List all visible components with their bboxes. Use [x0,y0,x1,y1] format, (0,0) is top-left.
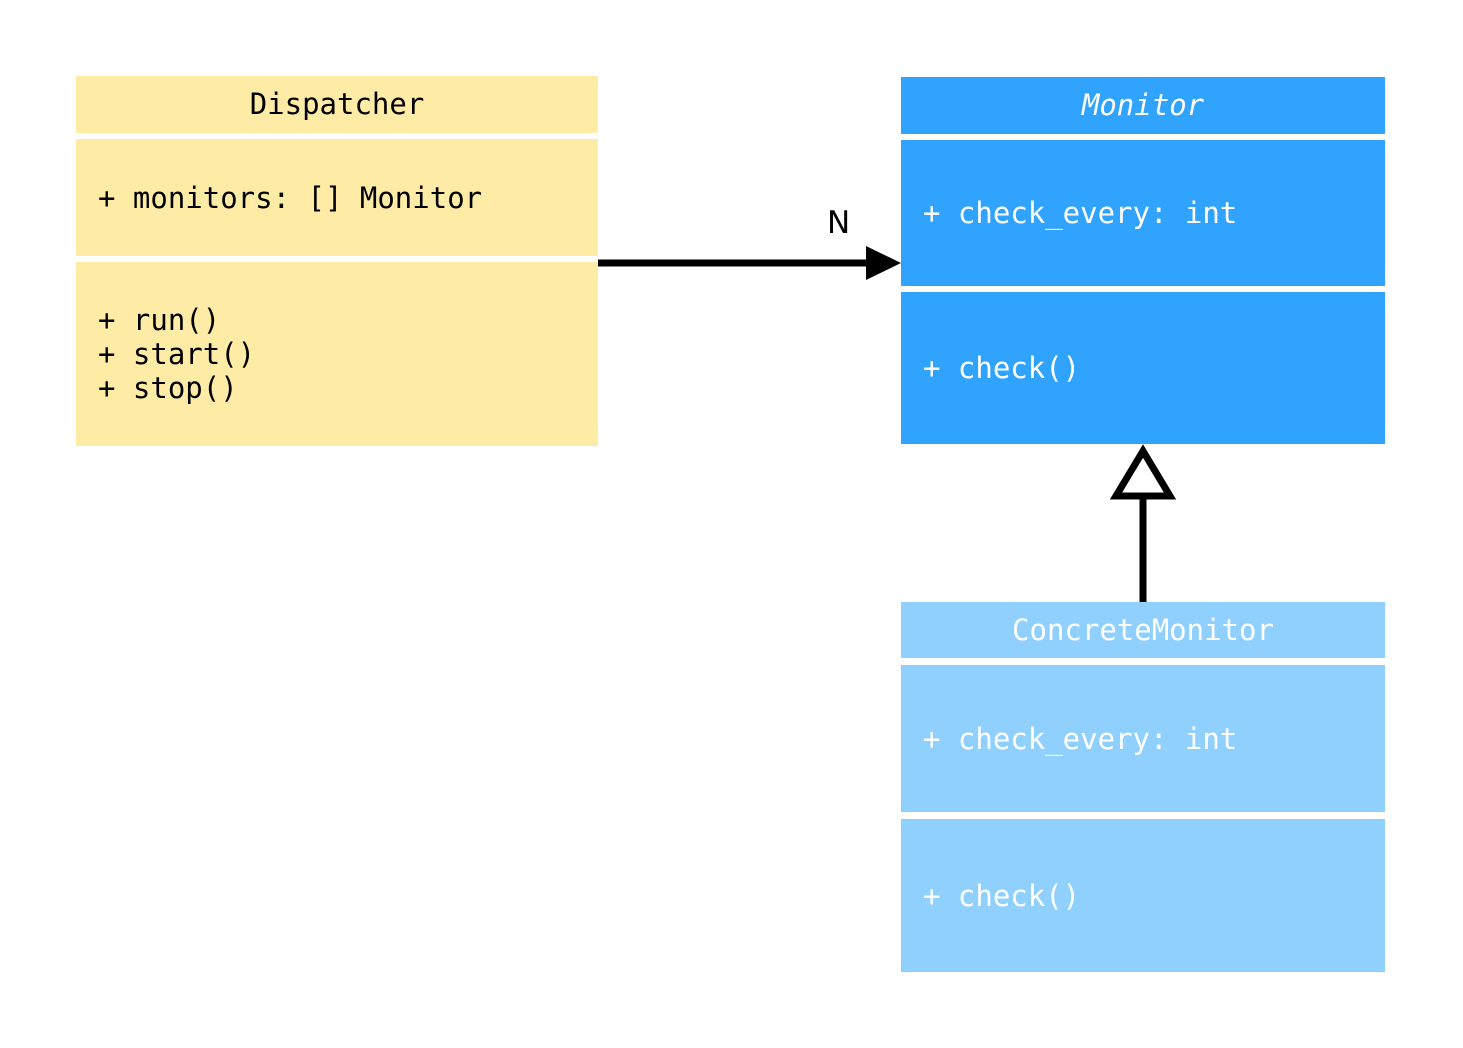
class-title-concrete-monitor: ConcreteMonitor [1012,612,1274,647]
filled-triangle-arrowhead-icon [866,246,901,280]
class-operations-dispatcher: + run() + start() + stop() [98,303,256,405]
generalization-concrete-monitor-monitor [1109,444,1177,602]
class-separator [76,256,598,262]
class-title-dispatcher: Dispatcher [249,87,425,121]
class-separator [901,134,1385,140]
uml-class-concrete-monitor[interactable]: ConcreteMonitor + check_every: int + che… [901,602,1385,972]
class-operations-monitor: + check() [923,351,1081,385]
hollow-triangle-arrowhead-icon [1109,444,1177,500]
class-separator [76,133,598,139]
uml-class-dispatcher[interactable]: Dispatcher + monitors: [] Monitor + run(… [76,76,598,446]
class-attributes-concrete-monitor: + check_every: int [923,721,1238,756]
class-separator [901,658,1385,665]
class-attributes-dispatcher: + monitors: [] Monitor [98,180,483,215]
class-title-monitor: Monitor [1081,88,1205,122]
association-multiplicity-label: N [827,205,851,241]
class-separator [901,812,1385,819]
association-dispatcher-monitor [598,246,901,280]
class-operations-concrete-monitor: + check() [923,878,1081,913]
class-attributes-monitor: + check_every: int [923,196,1238,230]
class-separator [901,286,1385,292]
uml-class-monitor[interactable]: Monitor + check_every: int + check() [901,77,1385,444]
